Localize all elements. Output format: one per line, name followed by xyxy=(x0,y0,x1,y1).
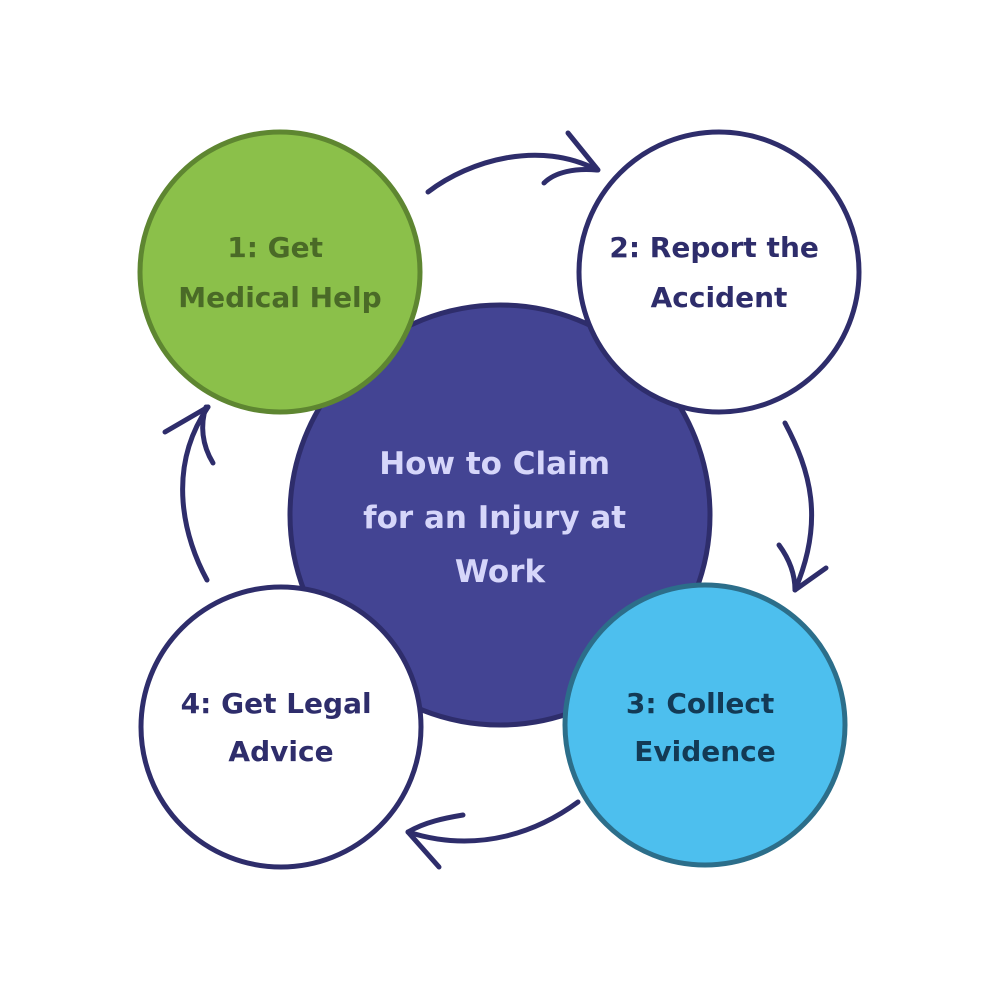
step-2-label: 2: Report the Accident xyxy=(609,231,828,314)
arrow-1-to-2-head xyxy=(541,130,601,186)
center-node: How to Claim for an Injury at Work xyxy=(287,302,713,728)
arrow-3-to-4-head xyxy=(405,812,466,870)
step-4-label: 4: Get Legal Advice xyxy=(181,687,382,768)
step-3-label: 3: Collect Evidence xyxy=(626,687,784,768)
arrow-1-to-2-shaft xyxy=(425,152,600,195)
step-2-circle xyxy=(576,129,862,415)
center-title: How to Claim for an Injury at Work xyxy=(363,446,637,590)
center-title-line-2: for an Injury at xyxy=(363,500,626,536)
step-4-get-legal-advice: 4: Get Legal Advice xyxy=(138,584,424,870)
arrow-2-to-3-shaft xyxy=(782,420,815,593)
step-2-report-accident: 2: Report the Accident xyxy=(576,129,862,415)
arrow-3-to-4-shaft xyxy=(405,799,581,844)
step-3-collect-evidence: 3: Collect Evidence xyxy=(562,582,848,868)
step-3-circle xyxy=(562,582,848,868)
center-title-line-1: How to Claim xyxy=(379,446,610,482)
center-title-line-3: Work xyxy=(455,554,547,590)
arrow-4-to-1 xyxy=(162,404,216,583)
arrow-1-to-2 xyxy=(425,130,601,195)
arrow-2-to-3-head xyxy=(776,542,829,593)
arrow-2-to-3 xyxy=(776,420,829,593)
arrow-3-to-4 xyxy=(405,799,581,870)
step-1-label: 1: Get Medical Help xyxy=(178,231,381,314)
arrow-4-to-1-shaft xyxy=(180,404,211,583)
step-1-circle xyxy=(137,129,423,415)
center-circle xyxy=(287,302,713,728)
step-4-circle xyxy=(138,584,424,870)
step-1-get-medical-help: 1: Get Medical Help xyxy=(137,129,423,415)
arrow-4-to-1-head xyxy=(162,404,216,466)
